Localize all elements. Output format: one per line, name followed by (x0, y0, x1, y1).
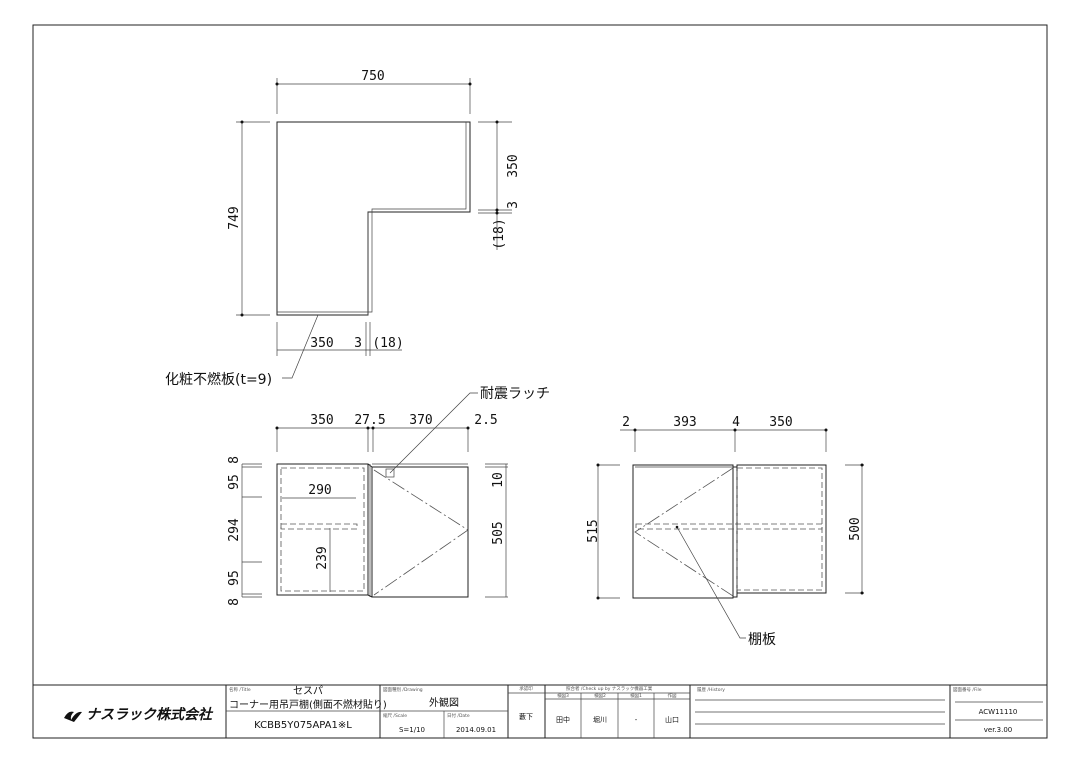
dim-top-27-5: 27.5 (354, 413, 385, 428)
checker-role: 作図 (668, 692, 677, 699)
dim-top-2-5: 2.5 (474, 413, 497, 428)
file-number: ACW11110 (979, 708, 1018, 716)
checker-role: 検図1 (630, 692, 642, 699)
dim-side-515: 515 (586, 519, 601, 542)
file-caption: 図面番号 /File (953, 686, 982, 693)
dim-bottom-350: 350 (310, 336, 333, 351)
model-number: KCBB5Y075APA1※L (254, 720, 352, 731)
dim-right-18: (18) (492, 218, 507, 249)
title-caption: 名称 /Title (229, 686, 251, 693)
dim-left-8-bottom: 8 (227, 598, 242, 606)
checker-name: 山口 (665, 715, 679, 724)
checker-role: 検図3 (557, 692, 569, 699)
dim-left-95-bottom: 95 (227, 570, 242, 586)
dim-right-3: 3 (506, 201, 521, 209)
dim-side-500: 500 (848, 517, 863, 540)
scale: S=1/10 (399, 726, 425, 734)
dim-side-393: 393 (673, 415, 696, 430)
checker-role: 検図2 (594, 692, 606, 699)
dim-left-95-top: 95 (227, 474, 242, 490)
approval-stamp: 藪下 (519, 712, 533, 721)
dim-top-370: 370 (409, 413, 432, 428)
bird-logo-icon (64, 711, 82, 722)
checker-name: - (635, 716, 638, 724)
dim-right-350: 350 (506, 154, 521, 177)
side-view: 2 393 4 350 515 500 棚板 (586, 415, 864, 648)
history-caption: 履歴 /History (697, 687, 725, 693)
check-caption: 照合者 /Check up by ナスラック機器工業 (566, 685, 653, 692)
dim-inner-239: 239 (315, 546, 330, 569)
approval-caption: 承認印 (519, 685, 533, 692)
latch-icon (385, 468, 395, 478)
checker-name: 堀川 (593, 715, 607, 724)
dim-bottom-18: (18) (372, 336, 403, 351)
drawing-caption: 図面種別 /Drawing (383, 686, 423, 693)
dim-inner-290: 290 (308, 483, 331, 498)
date-caption: 日付 /Date (447, 712, 470, 719)
plan-view: 750 749 350 3 (18) 350 3 (18) 化粧不燃板(t=9) (165, 69, 521, 388)
dim-side-2: 2 (622, 415, 630, 430)
company-logo: ナスラック株式会社 (64, 706, 214, 723)
dim-left-8-top: 8 (227, 456, 242, 464)
product-name: コーナー用吊戸棚(側面不燃材貼り) (229, 698, 387, 711)
dim-width: 750 (361, 69, 384, 84)
dim-left-294: 294 (227, 518, 242, 542)
version: ver.3.00 (984, 726, 1013, 734)
dim-right-505: 505 (491, 521, 506, 544)
plan-outline (276, 121, 471, 316)
latch-label: 耐震ラッチ (480, 386, 550, 402)
shelf-label: 棚板 (748, 632, 776, 648)
company-name: ナスラック株式会社 (86, 706, 214, 723)
dim-right-10: 10 (491, 472, 506, 488)
finish-board-label: 化粧不燃板(t=9) (165, 371, 272, 388)
dim-depth: 749 (227, 206, 242, 229)
dim-side-350: 350 (769, 415, 792, 430)
dim-bottom-3: 3 (354, 336, 362, 351)
dim-top-350: 350 (310, 413, 333, 428)
title-block: ナスラック株式会社 名称 /Title セスパ コーナー用吊戸棚(側面不燃材貼り… (33, 684, 1047, 738)
date: 2014.09.01 (456, 726, 496, 734)
series-name: セスパ (293, 685, 323, 697)
dim-side-4: 4 (732, 415, 740, 430)
scale-caption: 縮尺 /Scale (383, 712, 407, 719)
drawing-type: 外観図 (429, 696, 459, 709)
front-view: 350 27.5 370 2.5 8 95 294 95 8 290 239 1… (227, 386, 550, 606)
checker-name: 田中 (556, 715, 570, 724)
sheet-border (32, 24, 1048, 739)
